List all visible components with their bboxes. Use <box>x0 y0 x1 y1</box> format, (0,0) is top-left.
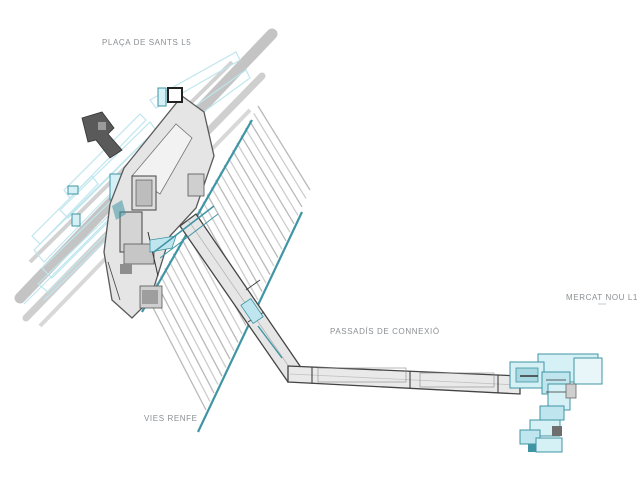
renfe-track-line <box>223 164 279 259</box>
l5-concourse <box>103 87 215 319</box>
label-vies-renfe: VIES RENFE <box>144 414 198 423</box>
renfe-track-line <box>244 127 299 216</box>
label-passadis: PASSADÍS DE CONNEXIÓ <box>330 327 440 336</box>
connection-corridor <box>179 213 521 395</box>
renfe-track-line <box>248 120 303 208</box>
l1-station <box>509 353 603 453</box>
renfe-track-line <box>164 268 223 377</box>
renfe-track-line <box>232 149 287 242</box>
label-placa-sants: PLAÇA DE SANTS L5 <box>102 38 192 47</box>
renfe-track-line <box>253 113 307 199</box>
label-mercat-nou: MERCAT NOU L1 <box>566 293 638 302</box>
renfe-track-line <box>206 194 263 292</box>
renfe-track-line <box>257 105 311 191</box>
renfe-track-line <box>181 238 239 343</box>
renfe-track-line <box>168 260 227 368</box>
renfe-track-line <box>227 157 283 250</box>
renfe-track-line <box>215 179 271 275</box>
renfe-track-line <box>155 282 215 394</box>
concourse-corridor-link <box>153 205 219 259</box>
renfe-track-line <box>172 253 231 360</box>
renfe-track-line <box>160 275 219 385</box>
renfe-track-line <box>240 135 295 225</box>
renfe-track-line <box>219 172 275 267</box>
renfe-track-line <box>147 297 207 411</box>
l5-access-building <box>81 111 123 159</box>
renfe-track-line <box>177 245 235 352</box>
renfe-track-line <box>210 186 267 284</box>
renfe-track-line <box>236 142 291 233</box>
renfe-track-line <box>151 290 211 402</box>
